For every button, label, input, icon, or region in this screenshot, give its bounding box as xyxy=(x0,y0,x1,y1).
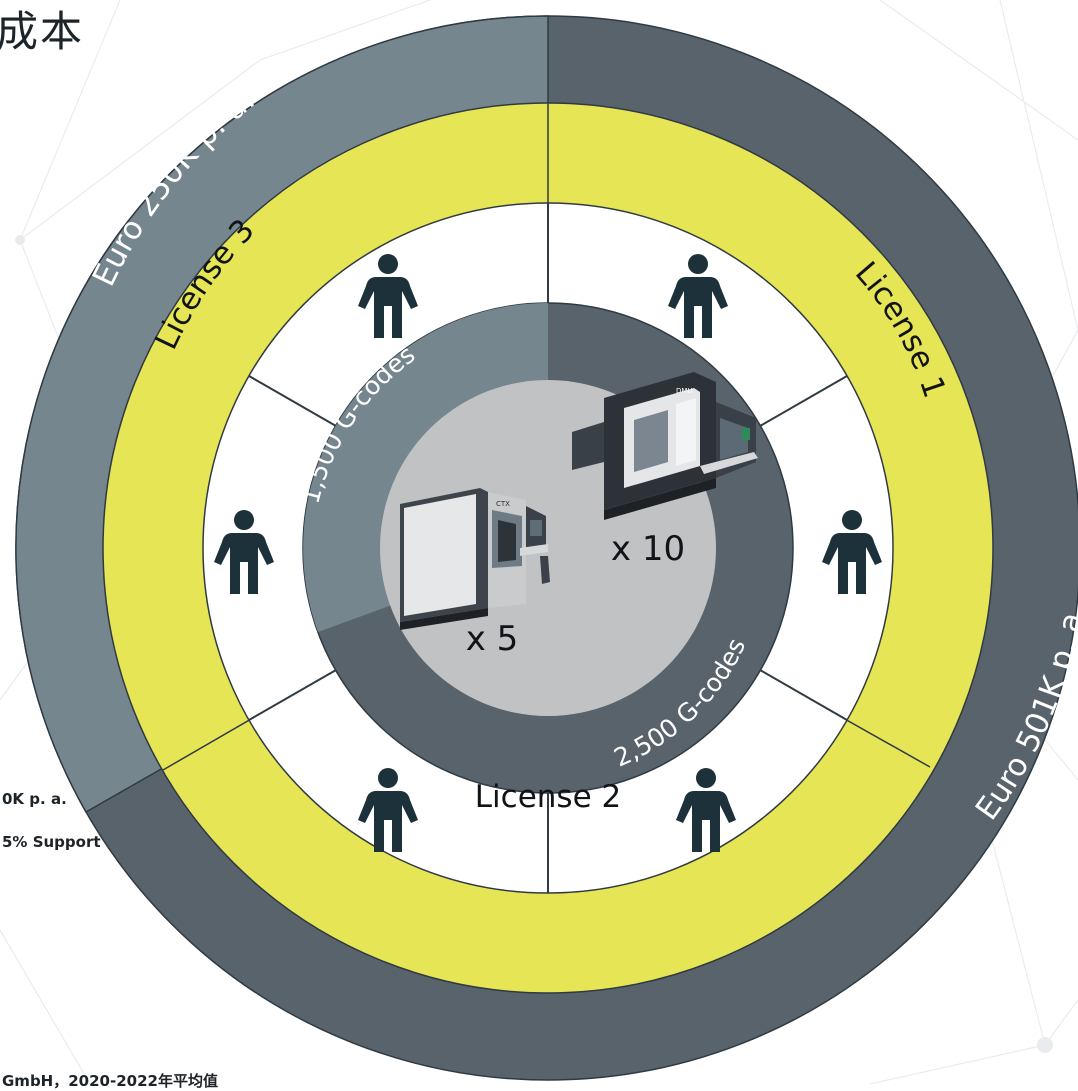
page-title: 成本 xyxy=(0,7,85,56)
person-icon xyxy=(822,510,882,594)
person-icon xyxy=(214,510,274,594)
machine-badge: CTX xyxy=(496,500,510,508)
person-icon xyxy=(358,254,418,338)
person-icon xyxy=(668,254,728,338)
cnc-lathe: CTX xyxy=(400,488,550,630)
cnc-milling-machine: DMU xyxy=(572,372,758,520)
lathe-count: x 5 xyxy=(466,619,519,659)
footnote-source: GmbH，2020-2022年平均值 xyxy=(2,1072,218,1090)
machine-badge: DMU xyxy=(676,387,693,395)
users-ring-dividers xyxy=(248,203,848,893)
license-2-label: License 2 xyxy=(475,779,621,815)
mill-count: x 10 xyxy=(611,529,685,569)
person-icon xyxy=(358,768,418,852)
person-icon xyxy=(676,768,736,852)
footnote-annual-cost: 0K p. a. xyxy=(2,790,67,808)
footnote-support: 5% Support xyxy=(2,833,101,851)
